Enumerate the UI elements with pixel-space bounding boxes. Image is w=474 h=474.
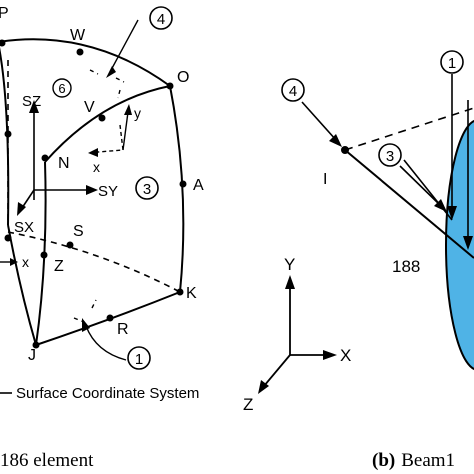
beam-leader-1-arrowhead bbox=[447, 206, 457, 220]
axis-sx bbox=[21, 189, 35, 209]
beam-leader-3 bbox=[399, 165, 441, 206]
leader-4-arrowhead bbox=[106, 66, 116, 78]
face-marker-3-circle bbox=[135, 176, 159, 200]
global-axis-x-arrowhead bbox=[323, 350, 337, 360]
edge-left-bottom bbox=[7, 224, 37, 346]
node-left-mid bbox=[4, 130, 12, 138]
node-A bbox=[179, 180, 187, 188]
beam-marker-1-circle bbox=[440, 50, 464, 74]
face-marker-3: 3 bbox=[143, 181, 151, 198]
face-marker-1: 1 bbox=[135, 351, 143, 368]
inner-dash-corner bbox=[97, 124, 124, 153]
label-O: O bbox=[177, 69, 189, 86]
node-R bbox=[106, 314, 114, 322]
label-V: V bbox=[84, 99, 95, 116]
axis-sz-label: SZ bbox=[22, 93, 41, 110]
inner-y-arrow bbox=[122, 111, 129, 151]
label-top-left: P bbox=[0, 5, 9, 22]
label-J: J bbox=[28, 347, 36, 364]
axis-sx-arrowhead bbox=[17, 202, 26, 216]
face-marker-6-circle bbox=[52, 78, 72, 98]
face-marker-4-circle bbox=[149, 6, 173, 30]
beam-leader-4-arrowhead bbox=[329, 134, 342, 147]
beam-leader-4 bbox=[301, 101, 337, 141]
beam-marker-1: 1 bbox=[448, 55, 456, 72]
caption-right: (b) Beam1 bbox=[372, 450, 455, 471]
face-bottom-dashes bbox=[73, 299, 97, 323]
edge-front-top bbox=[44, 85, 171, 163]
inner-x-arrowhead bbox=[88, 148, 98, 157]
face-marker-1-circle bbox=[127, 346, 151, 370]
lower-x-arrowhead bbox=[10, 258, 18, 266]
face-marker-4: 4 bbox=[157, 11, 165, 28]
beam-marker-4-circle bbox=[281, 78, 305, 102]
beam-marker-3: 3 bbox=[386, 148, 394, 165]
label-N: N bbox=[58, 155, 70, 172]
label-W: W bbox=[70, 27, 86, 44]
global-axis-y-arrowhead bbox=[285, 275, 295, 289]
label-S: S bbox=[73, 223, 84, 240]
label-A: A bbox=[193, 177, 204, 194]
node-S bbox=[66, 241, 74, 249]
node-N bbox=[41, 154, 49, 162]
beam-marker-3-circle bbox=[378, 143, 402, 167]
global-axis-z bbox=[263, 354, 291, 387]
global-axis-z-label: Z bbox=[243, 395, 253, 414]
lower-x-label: x bbox=[22, 254, 29, 270]
node-top-left bbox=[0, 39, 6, 47]
label-I: I bbox=[323, 171, 327, 188]
caption-left: 186 element bbox=[0, 450, 94, 471]
global-axis-x-label: X bbox=[340, 346, 351, 365]
face-top-dashes bbox=[89, 69, 125, 99]
node-J bbox=[32, 341, 40, 349]
node-Z bbox=[40, 251, 48, 259]
axis-sx-label: SX bbox=[14, 219, 34, 236]
edge-right bbox=[169, 85, 185, 293]
axis-sy-arrowhead bbox=[86, 185, 98, 195]
axis-sz-arrowhead bbox=[29, 100, 39, 113]
global-axis-z-arrowhead bbox=[258, 380, 269, 394]
leader-1-arrowhead bbox=[82, 318, 90, 332]
hidden-edge-bottom bbox=[7, 231, 181, 293]
node-K bbox=[176, 288, 184, 296]
inner-y-arrowhead bbox=[124, 104, 132, 115]
axis-sy-label: SY bbox=[98, 183, 118, 200]
beam-axis bbox=[344, 149, 474, 259]
solid186-figure: P W O V N A S Z K R J 4 6 SZ SY SX 3 bbox=[0, 5, 204, 471]
caption-right-text: Beam1 bbox=[401, 450, 455, 471]
beam-vertical-arrowhead bbox=[463, 236, 473, 250]
beam-marker-4: 4 bbox=[289, 83, 297, 100]
node-left-low bbox=[4, 234, 12, 242]
caption-right-label: (b) bbox=[372, 450, 395, 471]
face-marker-6: 6 bbox=[58, 81, 65, 96]
global-axis-y-label: Y bbox=[284, 255, 295, 274]
legend-text: Surface Coordinate System bbox=[16, 385, 199, 402]
edge-top bbox=[0, 38, 171, 87]
label-R: R bbox=[117, 321, 129, 338]
node-O bbox=[166, 82, 174, 90]
inner-x-label: x bbox=[93, 159, 100, 175]
beam188-figure: I 4 3 1 188 Y X Z (b) Beam1 bbox=[243, 50, 474, 471]
leader-1 bbox=[85, 325, 127, 361]
beam-element-number: 188 bbox=[392, 257, 420, 276]
inner-y-label: y bbox=[134, 105, 141, 121]
label-Z: Z bbox=[54, 258, 64, 275]
node-W bbox=[76, 48, 84, 56]
leader-4 bbox=[109, 19, 139, 73]
beam-dashed-edge bbox=[344, 107, 474, 151]
label-K: K bbox=[186, 285, 197, 302]
beam-leader-3b bbox=[403, 159, 453, 221]
node-V bbox=[98, 114, 106, 122]
